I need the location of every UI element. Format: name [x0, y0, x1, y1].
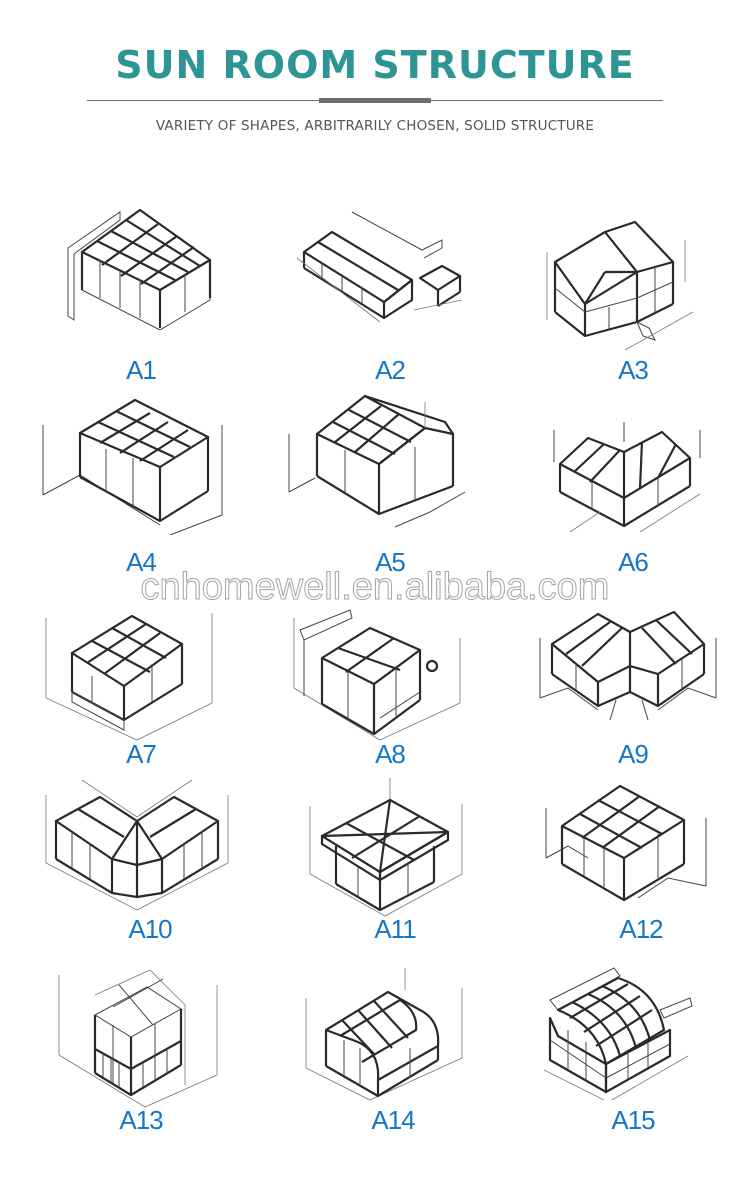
sunroom-drawing-a1 — [60, 200, 260, 330]
model-label-a1: A1 — [126, 355, 157, 385]
sunroom-drawing-a11 — [300, 778, 500, 918]
sunroom-drawing-a6 — [540, 422, 740, 532]
model-label-a12: A12 — [619, 914, 663, 944]
title-divider-accent — [319, 98, 431, 103]
model-label-a10: A10 — [128, 914, 172, 944]
sunroom-drawing-a10 — [42, 775, 242, 915]
model-label-a14: A14 — [371, 1105, 415, 1135]
model-label-a7: A7 — [126, 739, 157, 769]
sunroom-drawing-a4 — [40, 395, 240, 535]
model-label-a13: A13 — [119, 1105, 163, 1135]
sunroom-drawing-a12 — [538, 778, 738, 908]
model-label-a15: A15 — [611, 1105, 655, 1135]
model-label-a4: A4 — [126, 547, 157, 577]
model-label-a2: A2 — [375, 355, 406, 385]
sunroom-drawing-a5 — [285, 392, 485, 532]
sunroom-drawing-a15 — [540, 960, 740, 1100]
sunroom-drawing-a2 — [292, 210, 492, 325]
model-label-a6: A6 — [618, 547, 649, 577]
model-label-a3: A3 — [618, 355, 649, 385]
page-title: SUN ROOM STRUCTURE — [115, 43, 635, 87]
model-label-a5: A5 — [375, 547, 406, 577]
sunroom-drawing-a14 — [300, 968, 500, 1108]
sunroom-drawing-a3 — [545, 212, 745, 352]
sunroom-drawing-a7 — [42, 608, 242, 743]
sunroom-drawing-a9 — [538, 608, 738, 723]
sunroom-drawing-a13 — [55, 965, 255, 1110]
model-label-a11: A11 — [374, 914, 416, 944]
model-label-a8: A8 — [375, 739, 406, 769]
model-label-a9: A9 — [618, 739, 649, 769]
page-subtitle: VARIETY OF SHAPES, ARBITRARILY CHOSEN, S… — [155, 118, 595, 134]
sunroom-drawing-a8 — [290, 608, 490, 743]
